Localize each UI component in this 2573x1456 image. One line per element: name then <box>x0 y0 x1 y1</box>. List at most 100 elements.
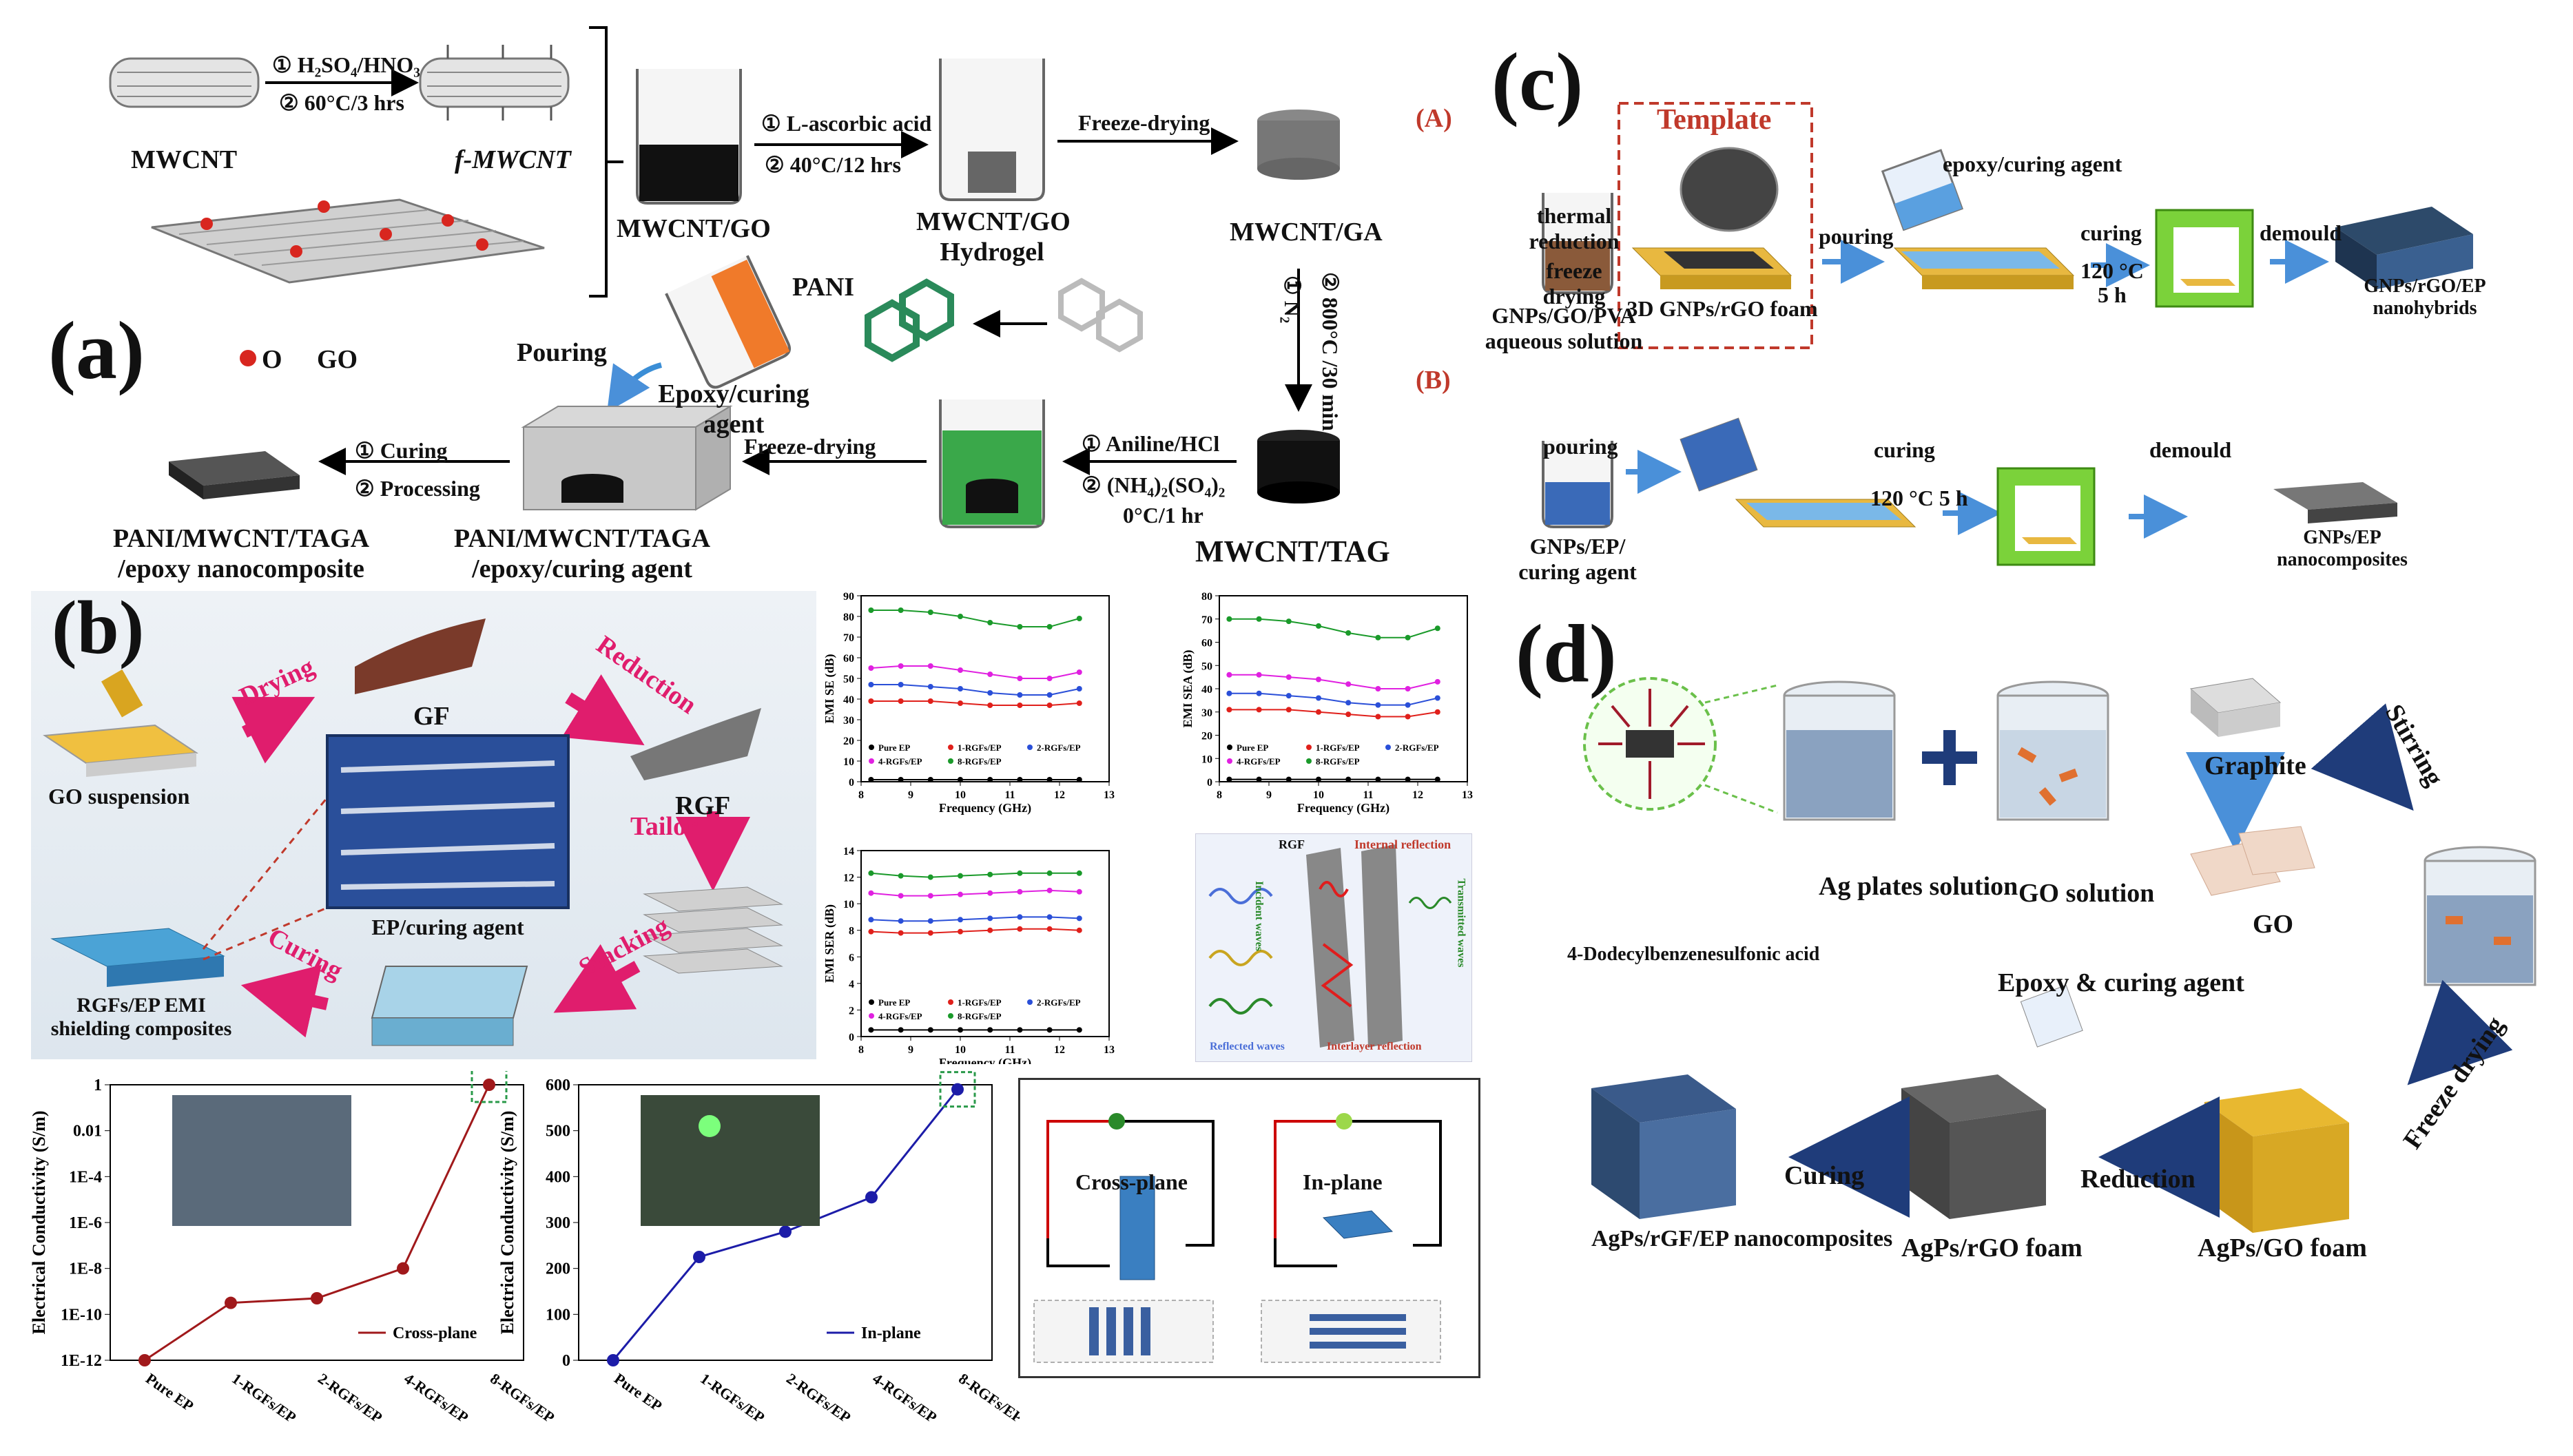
emi-data-point <box>1405 634 1411 641</box>
cond-x-tick-label: 2-RGFs/EP <box>315 1370 385 1426</box>
go-sheets <box>2190 826 2315 896</box>
cond-y-tick-label: 500 <box>546 1123 570 1141</box>
graphite-block <box>2189 678 2282 737</box>
bracket <box>589 26 623 298</box>
rgf-label: RGF <box>675 791 731 820</box>
emi-data-point <box>1285 693 1292 699</box>
emi-legend-marker <box>1306 758 1312 764</box>
emi-y-tick-label: 80 <box>843 612 854 623</box>
emi-data-point <box>927 918 933 924</box>
hydrogel-label: MWCNT/GO Hydrogel <box>916 207 1071 267</box>
emi-y-tick-label: 40 <box>1201 684 1212 696</box>
pour-arrow <box>607 362 663 413</box>
o-legend: O <box>262 345 282 374</box>
emi-y-tick-label: 60 <box>1201 638 1212 649</box>
label-A: (A) <box>1416 104 1452 133</box>
emi-data-point <box>958 928 963 935</box>
demould-label-A: demould <box>2260 220 2342 245</box>
emi-x-tick-label: 13 <box>1104 789 1115 801</box>
emi-legend-marker <box>1227 745 1232 750</box>
pani-label: PANI <box>792 273 855 302</box>
emi-legend-label: 8-RGFs/EP <box>958 1011 1002 1021</box>
agps-rgo-foam <box>1901 1074 2046 1219</box>
graphite-label: Graphite <box>2204 751 2306 780</box>
emi-data-point <box>927 663 933 669</box>
cond-y-tick-label: 1 <box>94 1077 102 1094</box>
emi-x-tick-label: 13 <box>1104 1044 1115 1056</box>
emi-legend-marker <box>869 758 874 764</box>
cond-x-tick-label: Pure EP <box>143 1370 197 1415</box>
emi-data-point <box>1076 669 1082 675</box>
emi-data-point <box>1076 777 1082 782</box>
pour-B <box>1680 417 1916 528</box>
emi-x-tick-label: 8 <box>858 789 864 801</box>
emi-data-point <box>1405 686 1411 691</box>
cond-x-tick-label: 1-RGFs/EP <box>697 1370 767 1426</box>
emi-legend-label: 1-RGFs/EP <box>1316 742 1360 753</box>
freeze-drying-1: Freeze-drying <box>1078 110 1210 135</box>
cond-y-tick-label: 100 <box>546 1306 570 1324</box>
emi-plot-frame <box>1219 595 1468 782</box>
oven-A <box>2155 209 2254 308</box>
emi-data-point <box>1434 695 1440 701</box>
emi-data-point <box>1017 624 1023 630</box>
composite-label: PANI/MWCNT/TAGA /epoxy nanocomposite <box>112 524 370 583</box>
beaker-mwcnt-go <box>636 69 742 205</box>
cond-data-point <box>865 1191 878 1204</box>
emi-y-tick-label: 0 <box>849 777 854 789</box>
emi-data-point <box>1046 692 1053 698</box>
beaker-B <box>1542 441 1613 528</box>
go-label-d: GO <box>2253 910 2294 939</box>
cross-plane-circuit-label: Cross-plane <box>1075 1169 1188 1194</box>
emi-y-tick-label: 12 <box>843 873 854 884</box>
final-slab <box>169 451 300 499</box>
time-label-A: 5 h <box>2098 282 2127 307</box>
panel-a-graphics <box>109 26 1340 528</box>
emi-data-point <box>1405 702 1411 708</box>
emi-data-point <box>1046 777 1053 782</box>
gnps-go-pva-label: GNPs/GO/PVA aqueous solution <box>1485 303 1643 353</box>
emi-x-tick-label: 11 <box>1004 1044 1015 1056</box>
mwcnt-tag-label: MWCNT/TAG <box>1195 534 1390 568</box>
emi-legend-marker <box>869 1013 874 1019</box>
emi-data-point <box>1434 625 1440 632</box>
ascorbic-step-1: ① L-ascorbic acid <box>761 111 932 136</box>
epoxy-label-d: Epoxy & curing agent <box>1998 968 2244 997</box>
emi-data-point <box>1256 616 1262 622</box>
pouring-label-A: pouring <box>1819 224 1894 249</box>
emi-data-point <box>958 1027 963 1033</box>
cond-y-tick-label: 1E-10 <box>61 1306 102 1324</box>
panel-label-c: (c) <box>1491 36 1584 127</box>
aniline-step-3: 0°C/1 hr <box>1123 503 1203 528</box>
emi-data-point <box>958 917 963 923</box>
gf-label: GF <box>413 702 450 731</box>
template-box <box>1618 102 1813 349</box>
emi-series-line <box>1229 618 1438 638</box>
emi-y-tick-label: 80 <box>1201 591 1212 603</box>
emi-data-point <box>987 703 993 708</box>
go-sheet <box>151 198 545 366</box>
emi-data-point <box>1076 700 1082 706</box>
emi-y-tick-label: 10 <box>1201 753 1212 765</box>
epoxy-curing-label: epoxy/curing agent <box>1943 152 2122 176</box>
emi-data-point <box>1076 870 1082 876</box>
emi-y-tick-label: 8 <box>849 926 854 937</box>
emi-data-point <box>1375 714 1381 720</box>
cond-y-tick-label: 300 <box>546 1214 570 1232</box>
aniline-step-1: ① Aniline/HCl <box>1082 431 1220 456</box>
emi-data-point <box>868 698 874 704</box>
dbsa-micelle <box>1583 677 1717 811</box>
emi-data-point <box>1285 618 1292 625</box>
emi-data-point <box>1375 702 1381 708</box>
emi-data-point <box>898 893 904 899</box>
emi-legend-marker <box>1227 758 1232 764</box>
emi-legend-marker <box>1027 745 1033 750</box>
cond-data-point <box>483 1079 495 1091</box>
rgfs-ep-stack <box>50 928 225 987</box>
beaker-hydrogel <box>939 59 1045 201</box>
gnps-ep-label: GNPs/EP/ curing agent <box>1518 534 1637 584</box>
emi-x-tick-label: 8 <box>1217 789 1222 801</box>
circuit-graphics <box>1033 1113 1442 1363</box>
emi-data-point <box>868 890 874 896</box>
